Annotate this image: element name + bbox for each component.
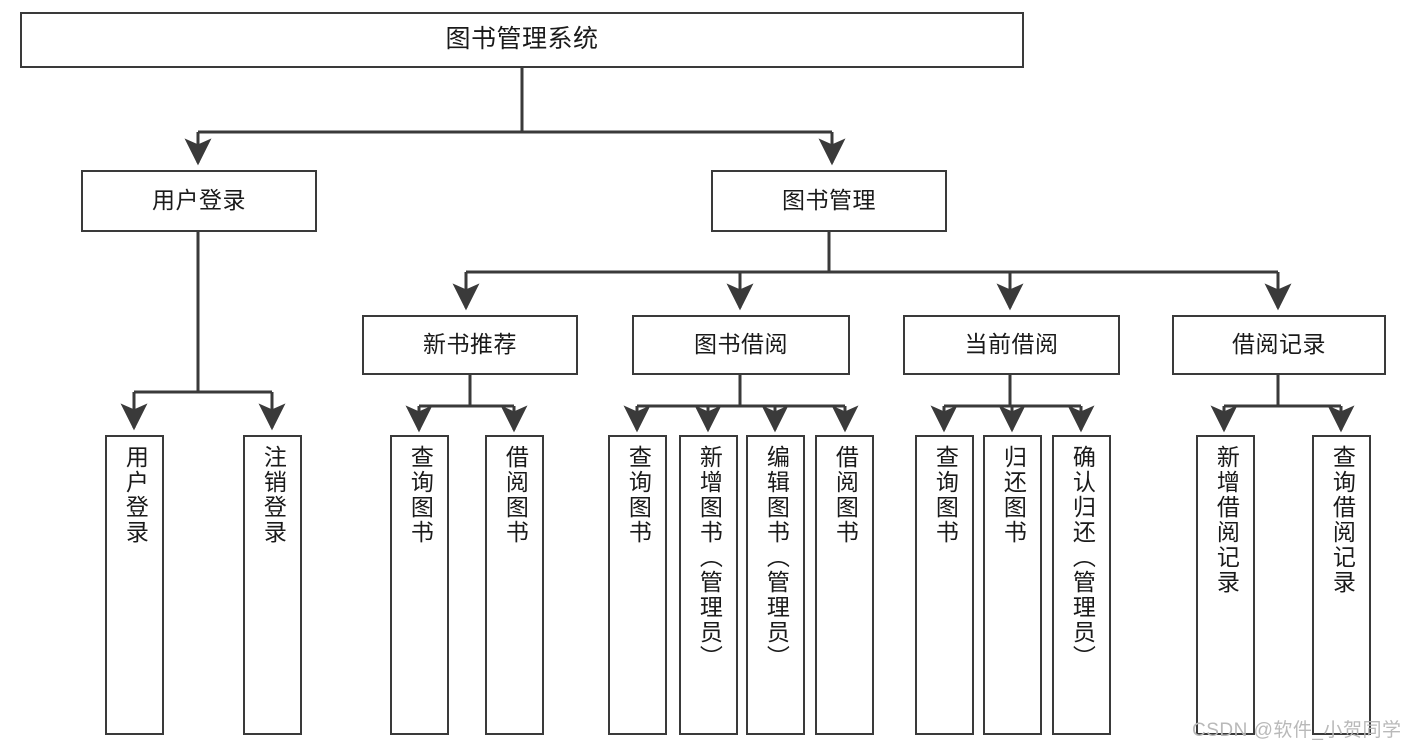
csdn-watermark: CSDN @软件_小贺同学 xyxy=(1192,720,1402,741)
leaf-user-login-label: 用户登录 xyxy=(122,445,149,545)
leaf-query-book-2[interactable]: 查询图书 xyxy=(608,435,667,735)
node-current-borrow-label: 当前借阅 xyxy=(964,331,1059,358)
leaf-confirm-return[interactable]: 确认归还（管理员） xyxy=(1052,435,1111,735)
leaf-edit-book-label: 编辑图书（管理员） xyxy=(763,445,790,670)
node-new-book-rec[interactable]: 新书推荐 xyxy=(362,315,578,375)
leaf-query-book-1-label: 查询图书 xyxy=(407,445,434,545)
node-current-borrow[interactable]: 当前借阅 xyxy=(903,315,1120,375)
node-borrow-record[interactable]: 借阅记录 xyxy=(1172,315,1386,375)
node-root[interactable]: 图书管理系统 xyxy=(20,12,1024,68)
leaf-return-book-label: 归还图书 xyxy=(1000,445,1027,545)
node-new-book-rec-label: 新书推荐 xyxy=(423,331,517,358)
node-root-label: 图书管理系统 xyxy=(445,25,599,54)
leaf-logout-label: 注销登录 xyxy=(260,445,287,545)
leaf-query-book-3-label: 查询图书 xyxy=(932,445,959,545)
node-book-borrow-label: 图书借阅 xyxy=(694,331,788,358)
leaf-borrow-book-1[interactable]: 借阅图书 xyxy=(485,435,544,735)
leaf-query-record[interactable]: 查询借阅记录 xyxy=(1312,435,1371,735)
leaf-edit-book[interactable]: 编辑图书（管理员） xyxy=(746,435,805,735)
leaf-add-book[interactable]: 新增图书（管理员） xyxy=(679,435,738,735)
node-book-manage-label: 图书管理 xyxy=(782,187,876,214)
leaf-query-book-1[interactable]: 查询图书 xyxy=(390,435,449,735)
leaf-borrow-book-2-label: 借阅图书 xyxy=(832,445,859,545)
leaf-add-book-label: 新增图书（管理员） xyxy=(696,445,723,670)
node-user-login-label: 用户登录 xyxy=(152,187,246,214)
leaf-logout[interactable]: 注销登录 xyxy=(243,435,302,735)
leaf-borrow-book-2[interactable]: 借阅图书 xyxy=(815,435,874,735)
leaf-query-record-label: 查询借阅记录 xyxy=(1329,445,1356,595)
leaf-add-record[interactable]: 新增借阅记录 xyxy=(1196,435,1255,735)
node-book-borrow[interactable]: 图书借阅 xyxy=(632,315,850,375)
leaf-add-record-label: 新增借阅记录 xyxy=(1213,445,1240,595)
leaf-return-book[interactable]: 归还图书 xyxy=(983,435,1042,735)
leaf-borrow-book-1-label: 借阅图书 xyxy=(502,445,529,545)
node-book-manage[interactable]: 图书管理 xyxy=(711,170,947,232)
node-user-login[interactable]: 用户登录 xyxy=(81,170,317,232)
leaf-query-book-2-label: 查询图书 xyxy=(625,445,652,545)
leaf-user-login[interactable]: 用户登录 xyxy=(105,435,164,735)
leaf-confirm-return-label: 确认归还（管理员） xyxy=(1069,445,1096,670)
leaf-query-book-3[interactable]: 查询图书 xyxy=(915,435,974,735)
node-borrow-record-label: 借阅记录 xyxy=(1232,331,1326,358)
